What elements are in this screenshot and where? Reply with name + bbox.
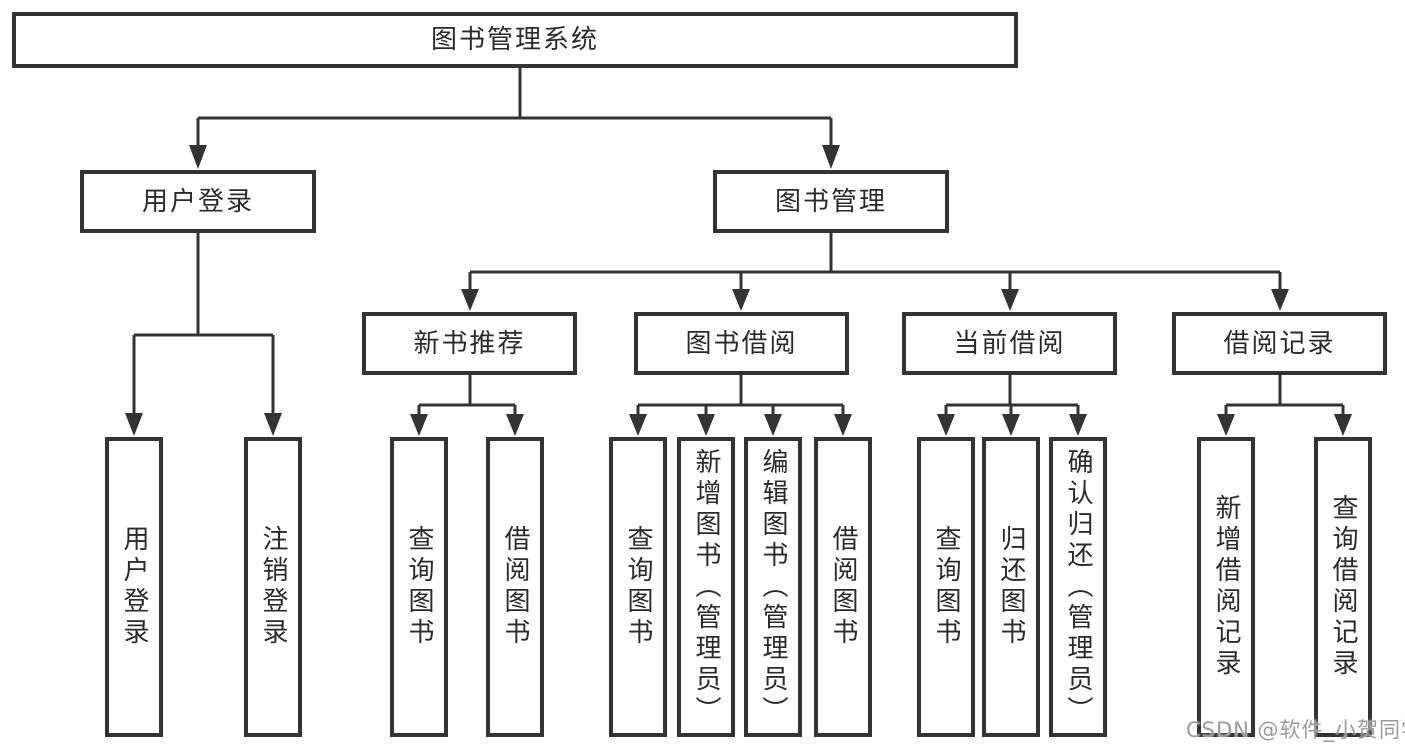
- leaf-query-book-recommend: 查询图书: [390, 437, 448, 737]
- csdn-watermark: CSDN @软件_小贺同学: [1186, 718, 1405, 742]
- leaf-query-borrow-record: 查询借阅记录: [1314, 437, 1372, 737]
- leaf-edit-book-admin-label: 编辑图书（管理员）: [758, 447, 788, 727]
- node-new-book-recommend-label: 新书推荐: [413, 328, 526, 359]
- node-user-login-group-label: 用户登录: [141, 186, 254, 217]
- connector-book-mgmt-branch: [461, 233, 1289, 311]
- connector-book-borrow-branch: [629, 375, 852, 436]
- connector-current-borrow-branch: [937, 375, 1087, 436]
- connector-root-to-level2: [189, 68, 840, 169]
- node-borrowing-records-label: 借阅记录: [1223, 328, 1336, 359]
- connector-new-book-branch: [410, 375, 524, 436]
- leaf-add-book-admin-label: 新增图书（管理员）: [691, 447, 721, 727]
- leaf-add-borrow-record: 新增借阅记录: [1197, 437, 1255, 737]
- leaf-add-book-admin: 新增图书（管理员）: [677, 437, 735, 737]
- leaf-query-book-current: 查询图书: [917, 437, 975, 737]
- leaf-add-borrow-record-label: 新增借阅记录: [1211, 494, 1241, 680]
- leaf-user-login-label: 用户登录: [119, 525, 149, 649]
- leaf-query-book-borrowing-label: 查询图书: [623, 525, 653, 649]
- leaf-query-book-current-label: 查询图书: [931, 525, 961, 649]
- node-book-management-label: 图书管理: [774, 186, 887, 217]
- node-borrowing-records: 借阅记录: [1172, 312, 1387, 375]
- leaf-user-login: 用户登录: [105, 437, 163, 737]
- leaf-logout: 注销登录: [244, 437, 302, 737]
- leaf-borrow-book-recommend-label: 借阅图书: [500, 525, 530, 649]
- node-book-borrowing: 图书借阅: [634, 312, 849, 375]
- leaf-query-book-recommend-label: 查询图书: [404, 525, 434, 649]
- connector-borrow-records-branch: [1217, 375, 1352, 436]
- leaf-query-book-borrowing: 查询图书: [609, 437, 667, 737]
- connector-user-login-branch: [125, 233, 282, 436]
- leaf-borrow-book-borrowing: 借阅图书: [814, 437, 872, 737]
- leaf-borrow-book-borrowing-label: 借阅图书: [828, 525, 858, 649]
- node-root-system: 图书管理系统: [12, 12, 1018, 68]
- node-book-borrowing-label: 图书借阅: [685, 328, 798, 359]
- node-new-book-recommend: 新书推荐: [362, 312, 577, 375]
- leaf-confirm-return-admin-label: 确认归还（管理员）: [1063, 447, 1093, 727]
- leaf-query-borrow-record-label: 查询借阅记录: [1328, 494, 1358, 680]
- leaf-borrow-book-recommend: 借阅图书: [486, 437, 544, 737]
- leaf-confirm-return-admin: 确认归还（管理员）: [1049, 437, 1107, 737]
- leaf-return-book: 归还图书: [982, 437, 1040, 737]
- leaf-edit-book-admin: 编辑图书（管理员）: [744, 437, 802, 737]
- node-current-borrowing: 当前借阅: [902, 312, 1117, 375]
- node-root-system-label: 图书管理系统: [430, 25, 599, 55]
- leaf-logout-label: 注销登录: [258, 525, 288, 649]
- node-book-management: 图书管理: [713, 170, 949, 233]
- node-current-borrowing-label: 当前借阅: [953, 328, 1066, 359]
- leaf-return-book-label: 归还图书: [996, 525, 1026, 649]
- node-user-login-group: 用户登录: [80, 170, 316, 233]
